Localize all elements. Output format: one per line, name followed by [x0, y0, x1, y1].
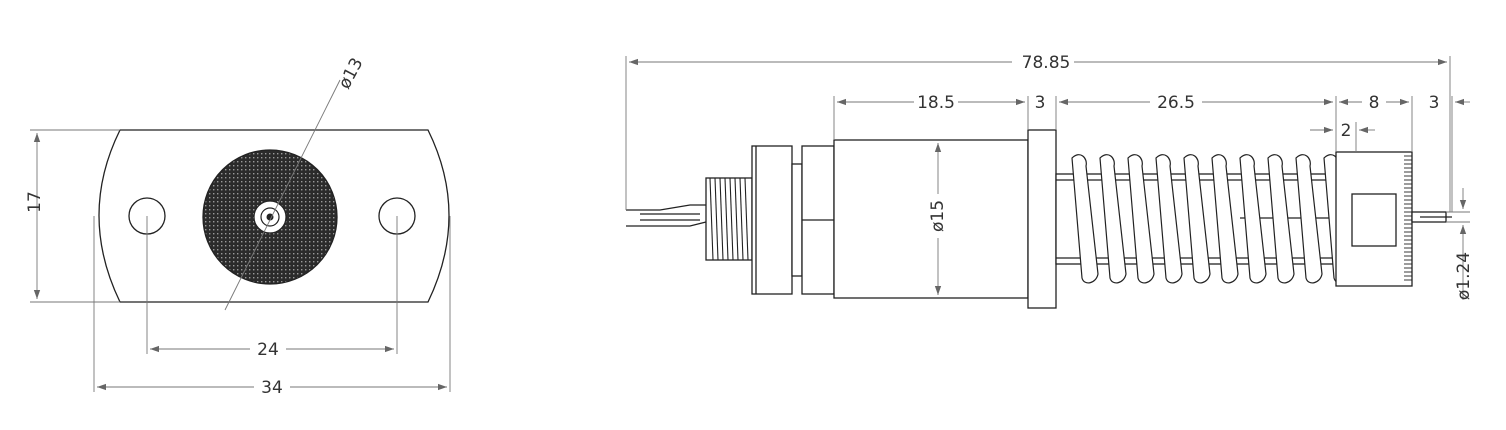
tip-diameter-label: ø1.24: [1454, 252, 1474, 300]
height-label: 17: [25, 191, 45, 213]
thread-line: [724, 177, 729, 261]
spring-coil: [1183, 154, 1211, 284]
thread-line: [729, 177, 734, 261]
flange-plate: [98, 129, 450, 303]
spring-coil: [1239, 154, 1267, 284]
side-view: 78.85 18.5 3 26.5 8 3 2 ø15 ø: [625, 52, 1474, 309]
spring-coil: [1267, 154, 1295, 284]
thread-line: [739, 177, 744, 261]
wire-lead: [626, 204, 707, 227]
diameter-label: ø13: [335, 55, 368, 93]
thread-lines: [709, 177, 749, 261]
threaded-stem: [705, 177, 753, 261]
body-diameter-label: ø15: [928, 200, 948, 232]
spring-coil: [1211, 154, 1239, 284]
spring-coil: [1155, 154, 1183, 284]
thread-line: [709, 177, 714, 261]
center-pin-tip: [266, 213, 274, 221]
cap-step-label: 2: [1341, 121, 1352, 141]
body-length-label: 18.5: [917, 93, 955, 113]
cap-flat: [1351, 193, 1397, 247]
cap-knurl: [1404, 155, 1412, 281]
center-pin-inner: [260, 207, 280, 227]
hole-spacing-label: 24: [257, 340, 279, 360]
spring-length-label: 26.5: [1157, 93, 1195, 113]
diameter-leader: [224, 79, 341, 311]
collar: [1027, 129, 1057, 309]
width-label: 34: [261, 378, 283, 398]
spring-coil: [1127, 154, 1155, 284]
collar-width-label: 3: [1035, 93, 1046, 113]
washer: [791, 163, 803, 277]
tip-length-label: 3: [1429, 93, 1440, 113]
cap-length-label: 8: [1369, 93, 1380, 113]
thread-line: [719, 177, 724, 261]
thread-line: [744, 177, 749, 261]
flange-side: [751, 145, 793, 295]
spring-coil: [1099, 154, 1127, 284]
spring-coil: [1071, 154, 1099, 284]
front-view: ø13 17 24 34: [25, 55, 451, 398]
thread-line: [714, 177, 719, 261]
thread-line: [734, 177, 739, 261]
overall-length-label: 78.85: [1022, 53, 1071, 73]
spring-coil: [1295, 154, 1323, 284]
